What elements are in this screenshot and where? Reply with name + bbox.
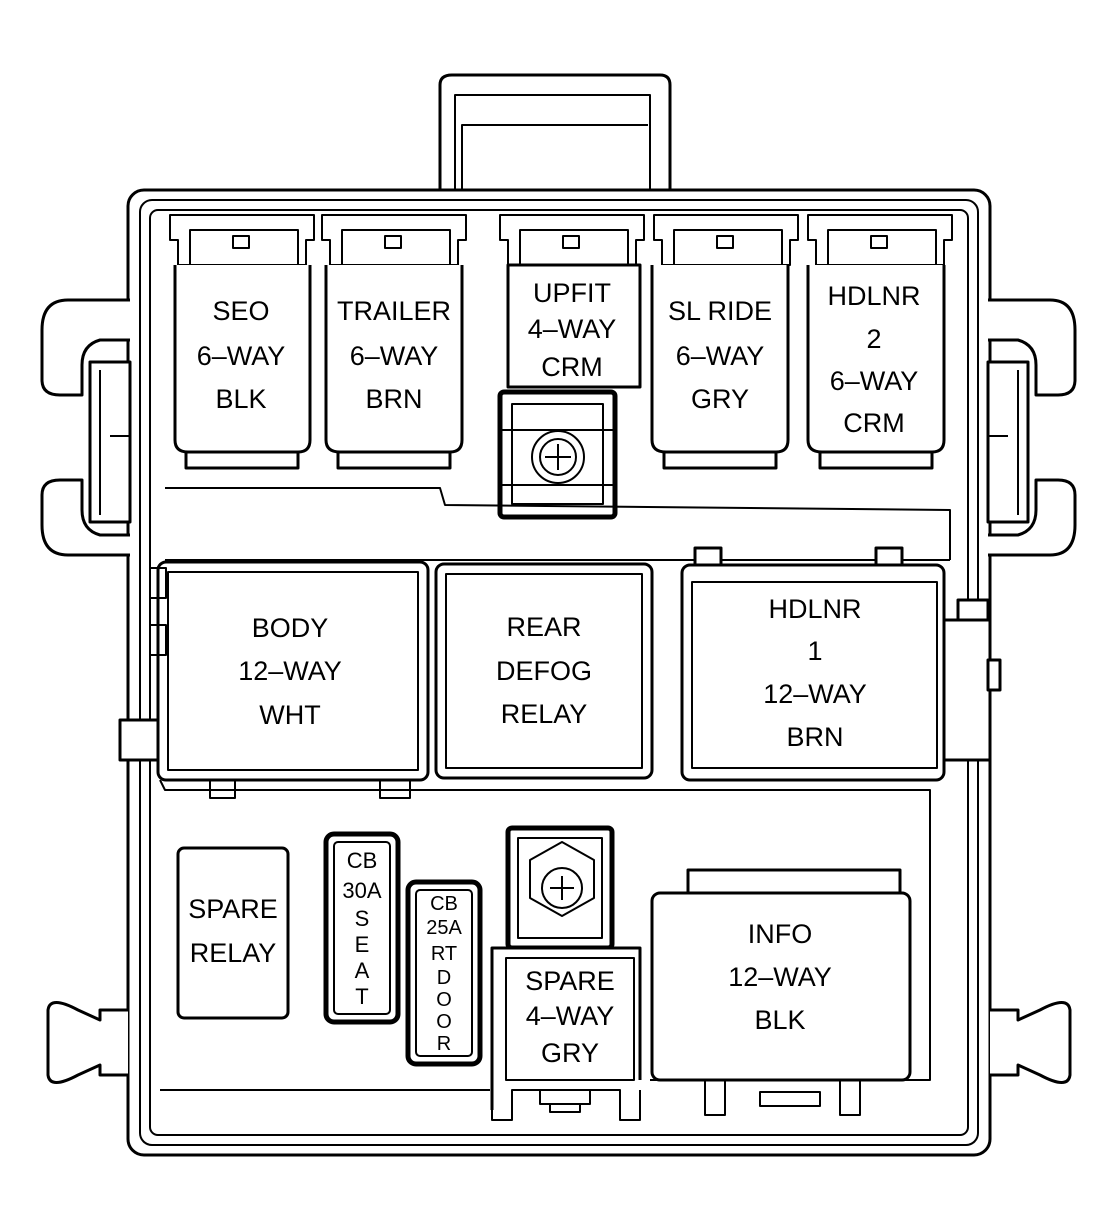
rear-defog-line-3: RELAY — [501, 699, 588, 729]
spare-relay-line-1: SPARE — [188, 894, 278, 924]
info-line-3: BLK — [754, 1005, 805, 1035]
sl-ride-line-3: GRY — [691, 384, 749, 414]
body-line-3: WHT — [259, 700, 320, 730]
spare4-line-2: 4–WAY — [526, 1001, 615, 1031]
cb30-line-2: 30A — [342, 878, 381, 903]
hdlnr2-line-2: 2 — [866, 324, 881, 354]
connector-hdlnr-2[interactable]: HDLNR 2 6–WAY CRM — [806, 214, 953, 470]
trailer-line-1: TRAILER — [337, 296, 451, 326]
circuit-breaker-25a-rt-door[interactable]: CB 25A RT D O O R — [405, 879, 483, 1067]
connector-spare-4-way[interactable]: SPARE 4–WAY GRY — [490, 946, 642, 1121]
rear-defog-line-2: DEFOG — [496, 656, 592, 686]
info-line-2: 12–WAY — [728, 962, 832, 992]
connector-sl-ride[interactable]: SL RIDE 6–WAY GRY — [650, 214, 799, 470]
connector-trailer[interactable]: TRAILER 6–WAY BRN — [321, 214, 467, 470]
body-line-2: 12–WAY — [238, 656, 342, 686]
connector-seo[interactable]: SEO 6–WAY BLK — [169, 214, 315, 470]
hdlnr2-line-4: CRM — [843, 408, 905, 438]
cb25-line-4: D — [437, 967, 451, 989]
upfit-line-2: 4–WAY — [528, 314, 617, 344]
cb30-line-3: S — [355, 906, 370, 931]
cb25-line-7: R — [437, 1033, 451, 1055]
hdlnr1-line-4: BRN — [786, 722, 843, 752]
cb25-line-5: O — [436, 989, 452, 1011]
hdlnr2-line-1: HDLNR — [827, 281, 920, 311]
spare4-line-3: GRY — [541, 1038, 599, 1068]
sl-ride-line-1: SL RIDE — [668, 296, 772, 326]
spare4-line-1: SPARE — [525, 966, 615, 996]
connector-body[interactable]: BODY 12–WAY WHT — [149, 560, 430, 799]
cb25-line-2: 25A — [426, 917, 462, 939]
cb30-line-5: A — [355, 958, 370, 983]
spare-relay[interactable]: SPARE RELAY — [176, 846, 290, 1020]
cb30-line-6: T — [355, 984, 368, 1009]
cb25-line-6: O — [436, 1011, 452, 1033]
seo-line-1: SEO — [212, 296, 269, 326]
connector-info[interactable]: INFO 12–WAY BLK — [650, 868, 912, 1116]
connector-upfit[interactable]: UPFIT 4–WAY CRM — [499, 214, 645, 389]
spare-relay-line-2: RELAY — [190, 938, 277, 968]
cb30-line-4: E — [355, 932, 370, 957]
upfit-line-3: CRM — [541, 352, 603, 382]
trailer-line-3: BRN — [365, 384, 422, 414]
sl-ride-line-2: 6–WAY — [676, 341, 765, 371]
rear-defog-line-1: REAR — [506, 612, 581, 642]
circuit-breaker-30a-seat[interactable]: CB 30A S E A T — [323, 831, 401, 1025]
hdlnr1-line-2: 1 — [807, 636, 822, 666]
upfit-line-1: UPFIT — [533, 278, 611, 308]
seo-line-2: 6–WAY — [197, 341, 286, 371]
terminal-stud-icon — [497, 389, 618, 520]
cb25-line-3: RT — [431, 943, 457, 965]
hdlnr1-line-1: HDLNR — [768, 594, 861, 624]
info-line-1: INFO — [748, 919, 813, 949]
rear-defog-relay[interactable]: REAR DEFOG RELAY — [434, 562, 654, 780]
trailer-line-2: 6–WAY — [350, 341, 439, 371]
cb25-line-1: CB — [430, 893, 458, 915]
body-line-1: BODY — [252, 613, 329, 643]
cb30-line-1: CB — [347, 848, 378, 873]
hdlnr1-line-3: 12–WAY — [763, 679, 867, 709]
hdlnr2-line-3: 6–WAY — [830, 366, 919, 396]
connector-hdlnr-1[interactable]: HDLNR 1 12–WAY BRN — [680, 546, 946, 782]
seo-line-3: BLK — [215, 384, 266, 414]
